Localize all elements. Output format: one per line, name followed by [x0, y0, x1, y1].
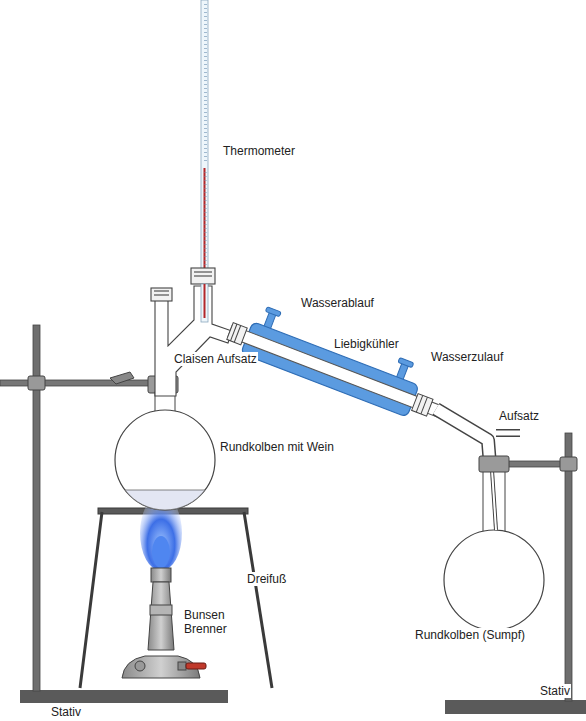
part-label: Rundkolben (Sumpf)	[414, 628, 526, 642]
claisen-adapter	[151, 268, 232, 396]
part-label: Rundkolben mit Wein	[219, 440, 335, 454]
boiling-flask	[115, 392, 215, 510]
right-stand	[445, 433, 586, 714]
part-label: Wasserablauf	[300, 296, 375, 310]
part-label: Wasserzulauf	[430, 350, 504, 364]
part-label: Stativ	[539, 684, 571, 698]
part-label: Dreifuß	[246, 572, 287, 586]
receiving-flask	[444, 470, 544, 630]
part-label: Aufsatz	[498, 409, 540, 423]
receiver-adapter	[436, 409, 520, 528]
part-label: Claisen Aufsatz	[173, 352, 258, 366]
part-label: Thermometer	[222, 144, 296, 158]
part-label: Bunsen Brenner	[183, 608, 231, 636]
liebig-condenser	[224, 297, 454, 427]
part-label: Liebigkühler	[333, 337, 400, 351]
part-label: Stativ	[50, 705, 82, 719]
bunsen-burner	[122, 495, 206, 678]
